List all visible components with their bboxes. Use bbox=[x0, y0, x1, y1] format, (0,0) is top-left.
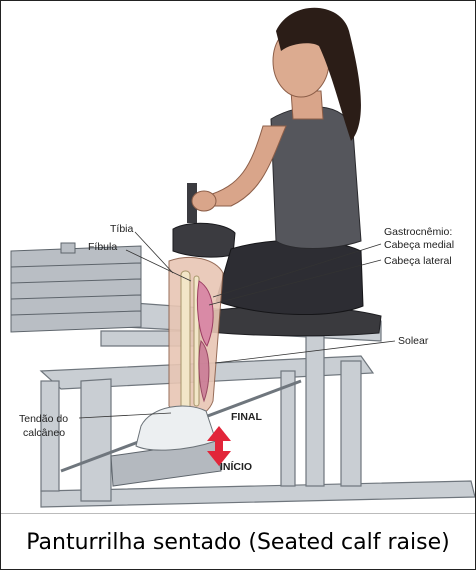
shoe bbox=[135, 405, 217, 451]
label-tendao-line1: Tendão do bbox=[19, 413, 69, 425]
figure-caption: Panturrilha sentado (Seated calf raise) bbox=[1, 513, 475, 569]
label-solear: Solear bbox=[398, 335, 429, 347]
calf-muscle bbox=[196, 280, 214, 347]
label-fibula: Fíbula bbox=[88, 241, 118, 253]
weight-plates bbox=[10, 242, 142, 333]
leader-lines bbox=[78, 231, 396, 419]
label-cabeca-medial: Cabeça medial bbox=[384, 239, 455, 251]
caption-text: Panturrilha sentado (Seated calf raise) bbox=[26, 529, 450, 555]
seated-calf-raise-illustration bbox=[10, 7, 475, 508]
tibia-bone bbox=[180, 270, 191, 412]
label-inicio: INÍCIO bbox=[220, 461, 253, 473]
hair bbox=[276, 7, 361, 141]
red-double-arrow bbox=[207, 426, 231, 466]
soleus-muscle bbox=[198, 339, 210, 403]
thigh-shorts bbox=[215, 239, 364, 316]
label-tendao-line2: calcâneo bbox=[23, 427, 66, 439]
label-tibia: Tíbia bbox=[110, 223, 134, 235]
hand bbox=[191, 190, 217, 212]
label-final: FINAL bbox=[231, 411, 262, 423]
label-gastrocnemio: Gastrocnêmio: bbox=[384, 226, 453, 238]
label-cabeca-lateral: Cabeça lateral bbox=[384, 255, 452, 267]
knee-pad bbox=[172, 222, 236, 258]
